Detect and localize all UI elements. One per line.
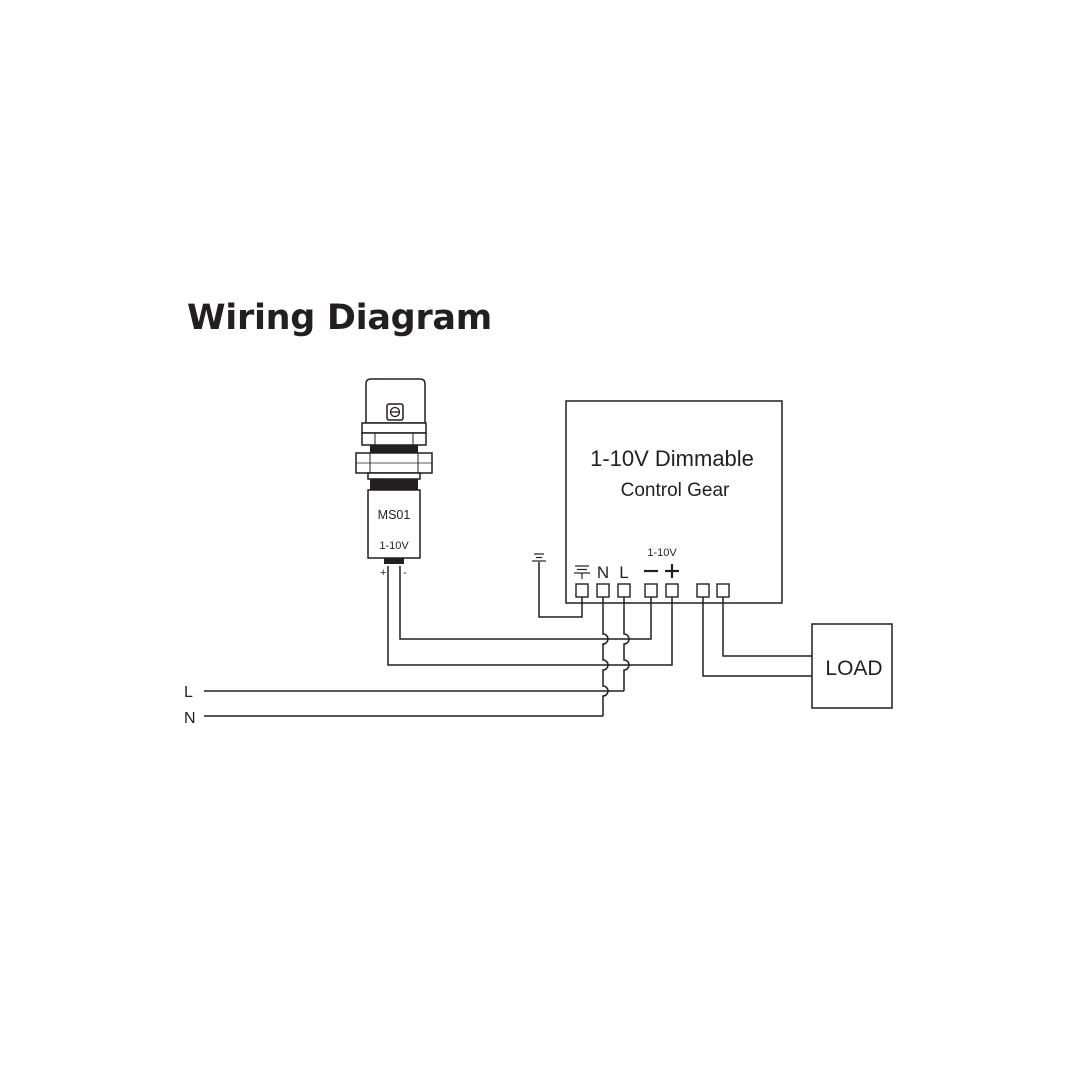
sensor-plus-label: + <box>380 567 386 579</box>
supply-l-label: L <box>184 684 193 701</box>
terminal-earth <box>575 583 589 598</box>
dimming-label: 1-10V <box>647 547 677 559</box>
ground-icon <box>532 553 546 562</box>
terminal-n <box>596 583 610 598</box>
terminal-dim-plus <box>665 583 679 598</box>
page-title: Wiring Diagram <box>187 298 492 338</box>
control-gear-title-line1: 1-10V Dimmable <box>590 446 754 471</box>
plus-icon <box>665 564 679 578</box>
sensor-ms01: MS01 1-10V + - <box>355 378 433 579</box>
ground-icon <box>574 565 590 579</box>
terminal-dim-minus <box>644 583 658 598</box>
terminal-load-2 <box>716 583 730 598</box>
terminal-l <box>617 583 631 598</box>
control-gear-title-line2: Control Gear <box>621 480 730 501</box>
terminal-l-label: L <box>619 563 628 582</box>
wiring <box>204 562 812 717</box>
load-box: LOAD <box>811 623 893 709</box>
control-gear: 1-10V Dimmable Control Gear 1-10V N L <box>565 400 783 604</box>
terminal-n-label: N <box>597 563 609 582</box>
terminal-load-1 <box>696 583 710 598</box>
sensor-model-label: MS01 <box>378 508 411 522</box>
supply-n-label: N <box>184 710 196 727</box>
sensor-signal-label: 1-10V <box>379 540 409 552</box>
sensor-minus-label: - <box>403 567 407 579</box>
load-label: LOAD <box>825 657 882 680</box>
